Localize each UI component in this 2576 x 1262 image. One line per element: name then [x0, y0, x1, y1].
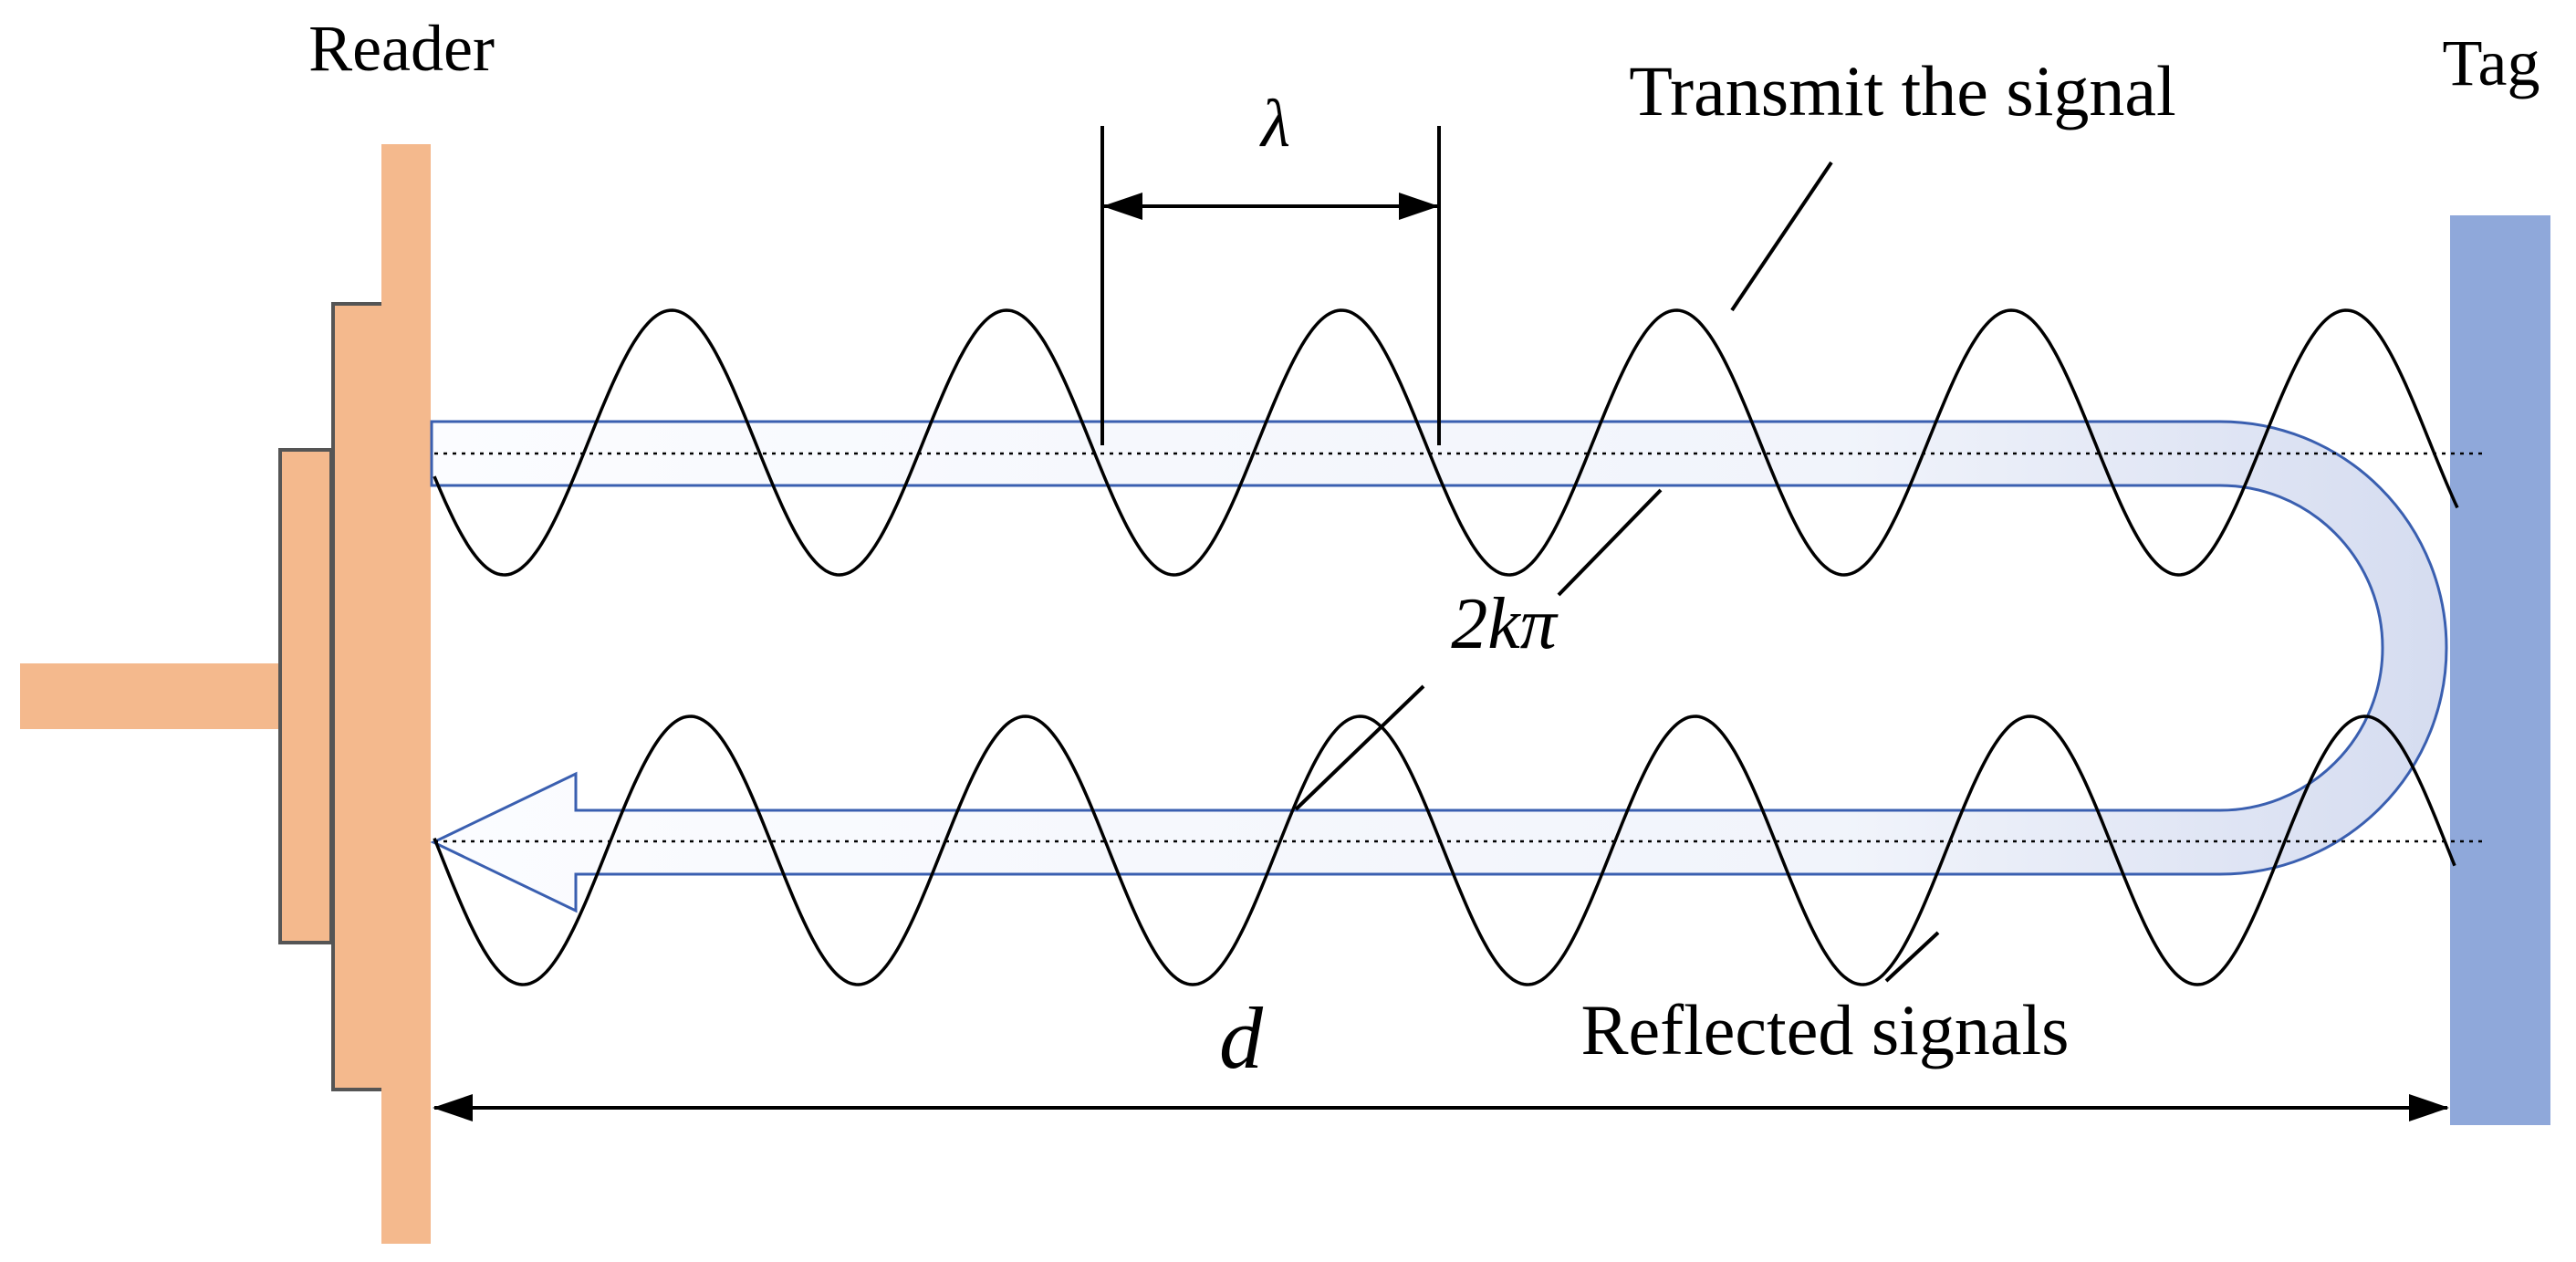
wavelength-marker: λ [1100, 87, 1441, 445]
transmit-leader-line [1730, 161, 1833, 312]
reflected-label: Reflected signals [1581, 990, 2070, 1069]
distance-label: d [1219, 989, 1264, 1087]
reader-plate-large [381, 144, 431, 1244]
reader-antenna [20, 144, 431, 1244]
transmit-label: Transmit the signal [1629, 51, 2175, 130]
phase-leader-upper [1557, 488, 1663, 597]
reflected-wave [433, 714, 2456, 986]
distance-marker: d [433, 989, 2449, 1121]
reader-stub [20, 663, 278, 729]
tag-plate [2450, 215, 2550, 1125]
reflected-leader-line [1884, 931, 1940, 983]
tag-label: Tag [2443, 26, 2540, 99]
phase-leader-lower [1294, 684, 1425, 811]
phase-label: 2kπ [1451, 584, 1559, 664]
transmitted-wave [433, 308, 2459, 577]
wavelength-label: λ [1259, 87, 1290, 162]
reader-plate-medium [331, 302, 386, 1091]
reader-label: Reader [308, 12, 495, 85]
signal-path-arrow [430, 420, 2448, 913]
reader-plate-small [278, 448, 333, 944]
